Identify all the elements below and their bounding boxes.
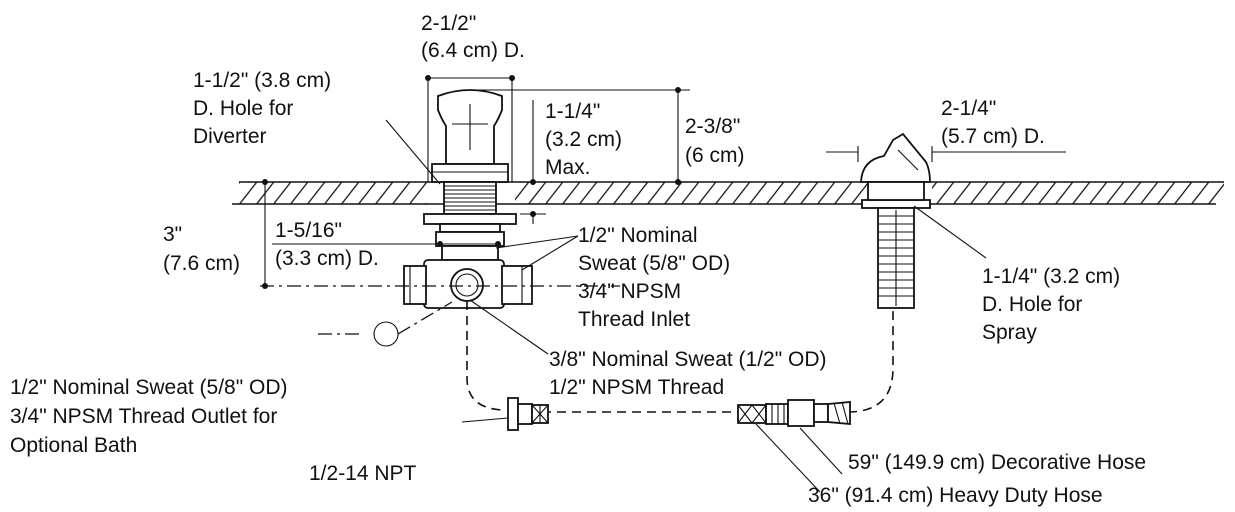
inlet-label: 3/4" NPSM (578, 280, 681, 303)
decorative-hose-segment (765, 399, 851, 427)
height-label: (6 cm) (685, 144, 745, 167)
body-diameter-label: 1-5/16" (275, 219, 342, 242)
bath-outlet-label: Optional Bath (10, 434, 137, 457)
diverter-hole-label: D. Hole for (193, 97, 293, 120)
top-diameter-label: 2-1/2" (421, 12, 476, 35)
max-height-label: (3.2 cm) (545, 128, 622, 151)
spray-head-diameter-label: (5.7 cm) D. (941, 125, 1045, 148)
spray-holder (860, 132, 931, 309)
spray-head-diameter-label: 2-1/4" (941, 97, 996, 120)
inlet-label: Sweat (5/8" OD) (578, 252, 730, 275)
centerlines (260, 285, 620, 347)
spray-outlet-label: 1/2" NPSM Thread (549, 376, 724, 399)
spray-hole-label: Spray (982, 321, 1037, 344)
diverter-hole-label: 1-1/2" (3.8 cm) (193, 69, 331, 92)
depth-label: 3" (163, 223, 182, 246)
leader-lines (385, 119, 987, 493)
max-height-label: 1-1/4" (545, 100, 600, 123)
spray-hole-label: D. Hole for (982, 293, 1082, 316)
top-diameter-label: (6.4 cm) D. (421, 39, 525, 62)
shank-threads (444, 185, 496, 211)
bath-outlet-label: 3/4" NPSM Thread Outlet for (10, 405, 277, 428)
countertop (232, 181, 1224, 205)
inlet-label: Thread Inlet (578, 308, 690, 331)
inlet-label: 1/2" Nominal (578, 224, 698, 247)
depth-label: (7.6 cm) (163, 252, 240, 275)
callout-labels: 2-1/2" (6.4 cm) D. 1-1/2" (3.8 cm) D. Ho… (10, 12, 1146, 507)
spray-head (860, 132, 931, 183)
dimension-lines (262, 75, 1066, 289)
npt-label: 1/2-14 NPT (309, 462, 417, 485)
bath-outlet-label: 1/2" Nominal Sweat (5/8" OD) (10, 376, 288, 399)
diverter-valve (403, 89, 533, 309)
heavy-duty-hose-label: 36" (91.4 cm) Heavy Duty Hose (808, 484, 1103, 507)
spray-body-threads (878, 210, 914, 306)
diverter-hole-label: Diverter (193, 125, 267, 148)
heavy-duty-hose-segment (531, 404, 767, 424)
height-label: 2-3/8" (685, 115, 740, 138)
hose-route (466, 301, 894, 413)
spray-hole-label: 1-1/4" (3.2 cm) (982, 265, 1120, 288)
max-height-label: Max. (545, 156, 591, 179)
npt-fitting (507, 397, 533, 431)
body-diameter-label: (3.3 cm) D. (275, 247, 379, 270)
spray-outlet-label: 3/8" Nominal Sweat (1/2" OD) (549, 348, 827, 371)
decorative-hose-label: 59" (149.9 cm) Decorative Hose (848, 451, 1146, 474)
